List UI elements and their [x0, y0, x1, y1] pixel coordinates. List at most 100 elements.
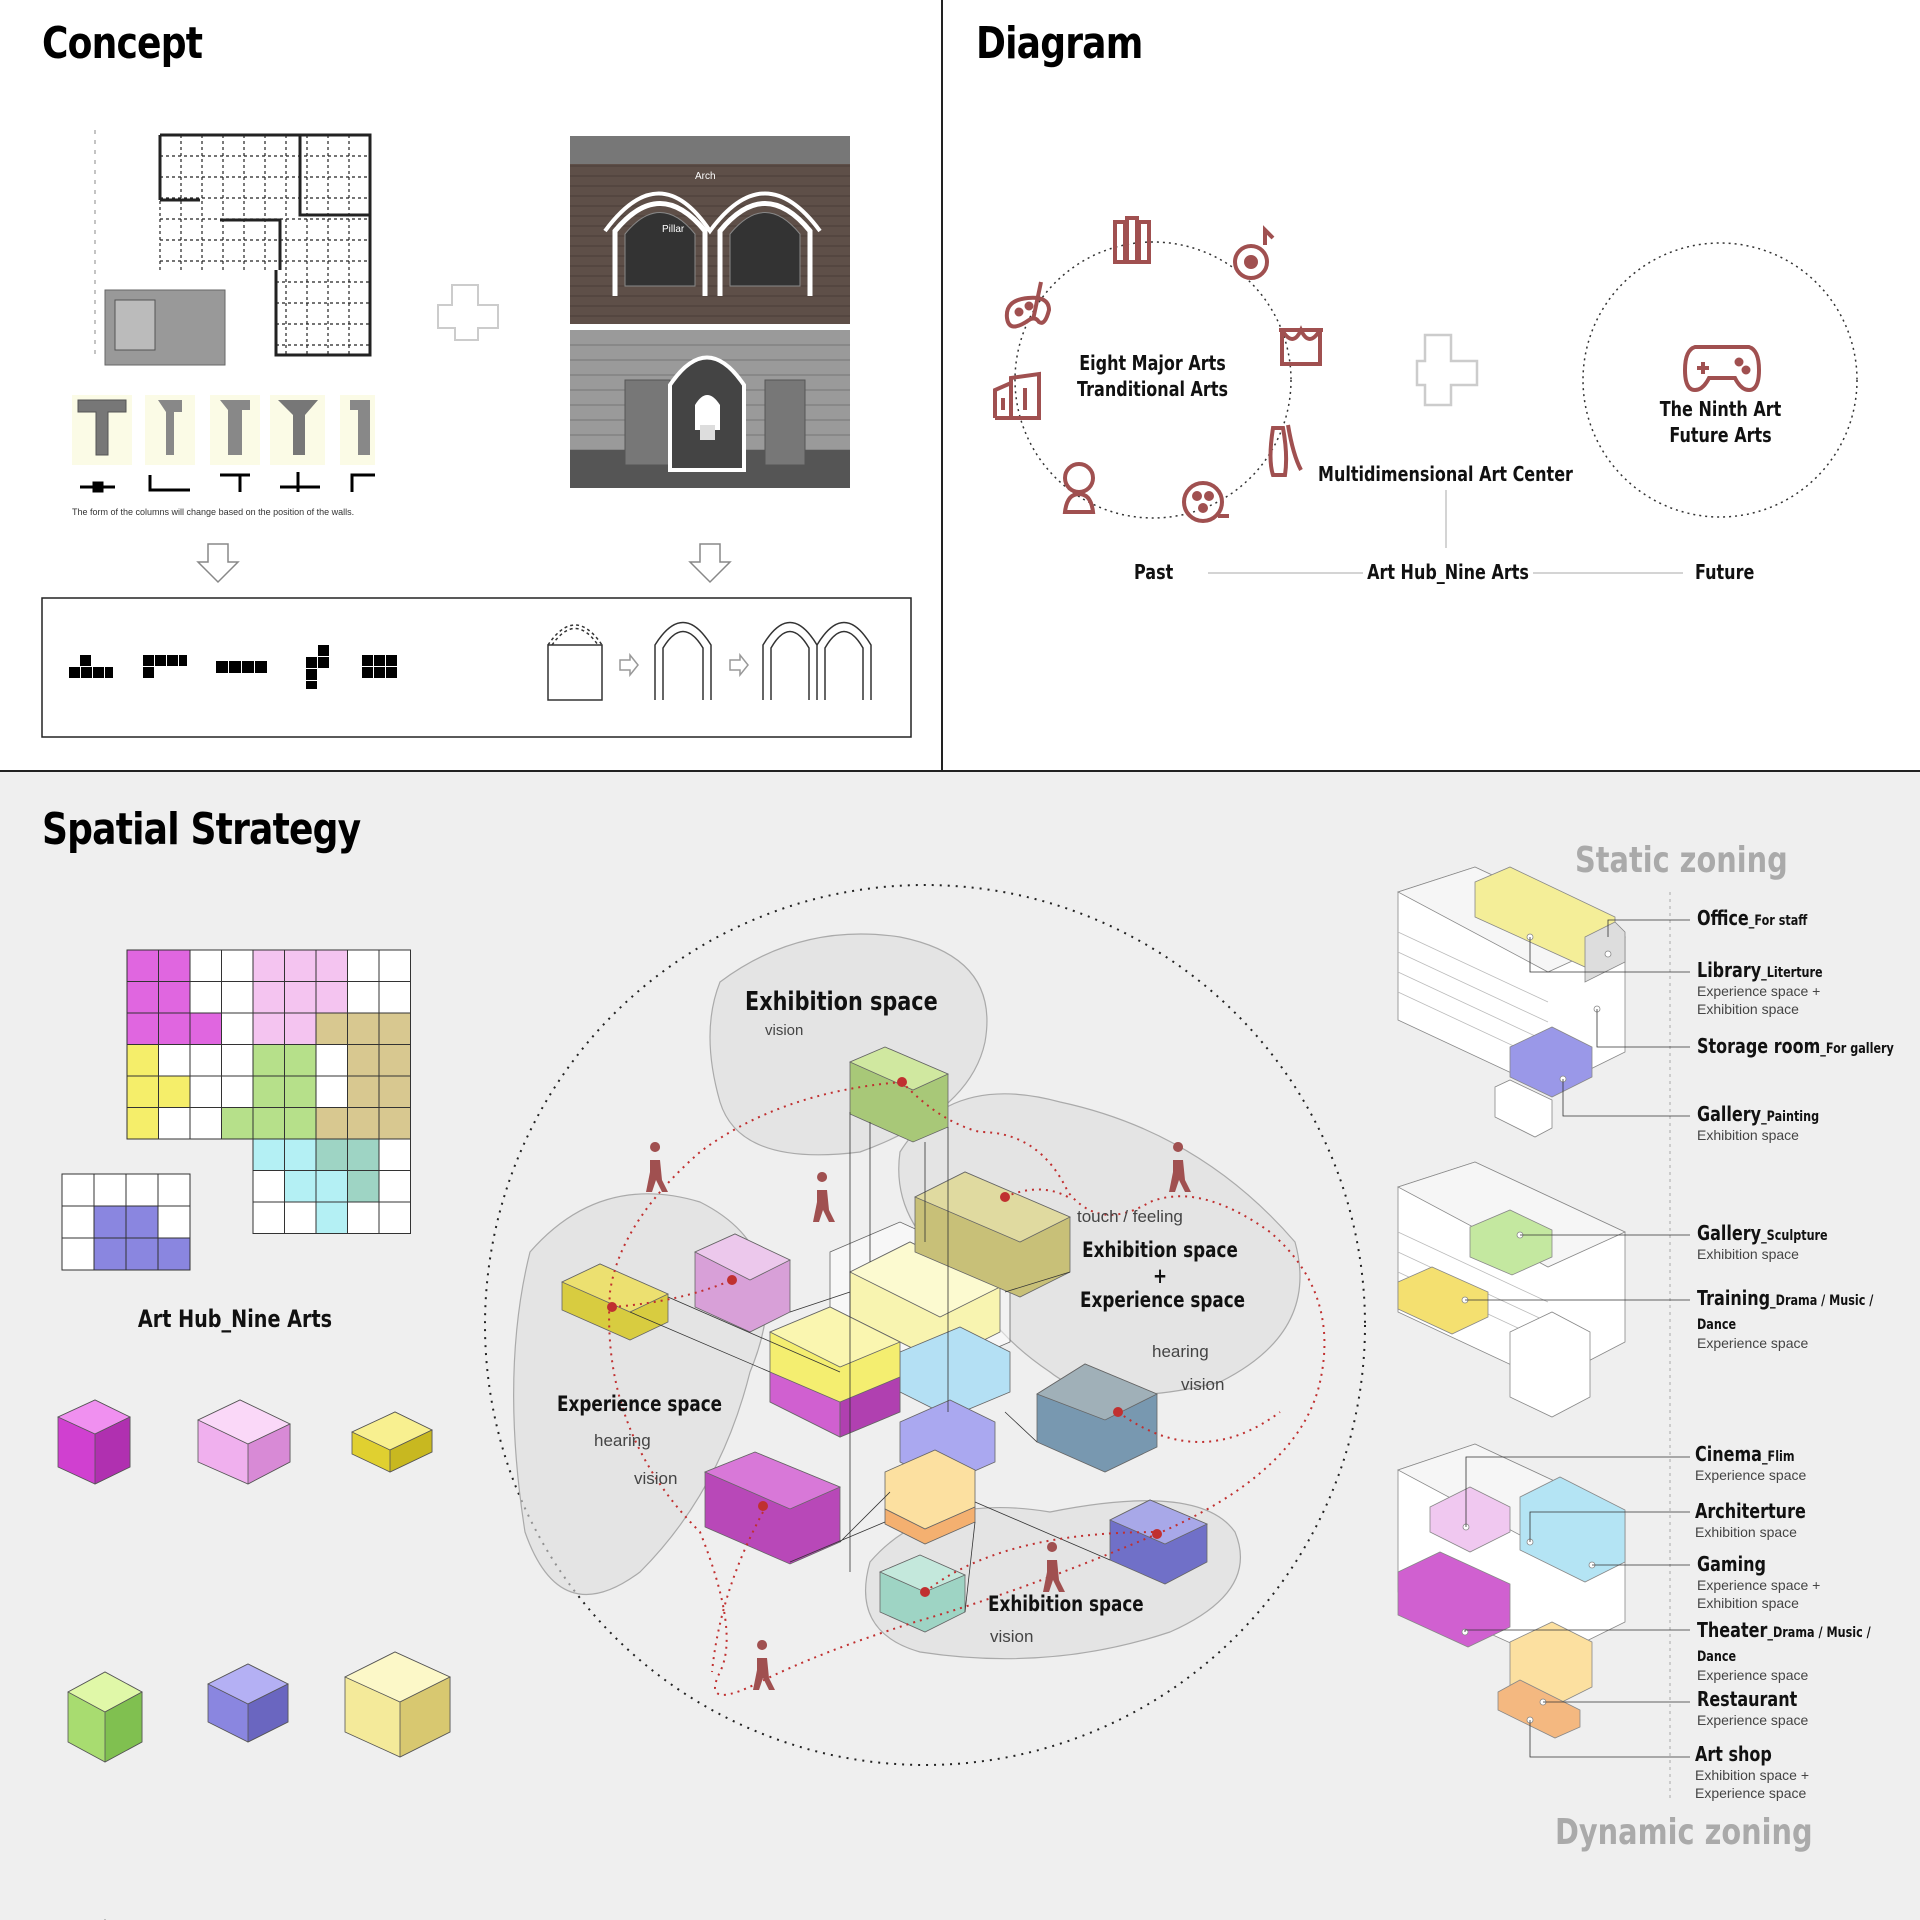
grid-cell: [221, 981, 254, 1014]
grid-cell: [158, 981, 191, 1014]
grid-cell: [252, 1201, 285, 1234]
zone-sub: _For gallery: [1820, 1041, 1894, 1057]
zone-desc: Experience space: [1697, 1667, 1809, 1683]
grid-cell: [189, 981, 222, 1014]
route-circle: [484, 884, 1366, 1766]
grid-cell: [252, 981, 285, 1014]
grid-cell: [252, 949, 285, 982]
grid-cell: [189, 1044, 222, 1077]
grid-cell: [221, 1012, 254, 1045]
zone-library: Library_Literture Experience space + Exh…: [1697, 958, 1854, 1018]
bubble-left-title: Experience space: [557, 1392, 723, 1416]
concept-title: Concept: [42, 18, 203, 69]
grid-cell: [378, 1170, 411, 1203]
timeline-future: Future: [1695, 560, 1755, 584]
painting-palette-icon: [1004, 281, 1052, 329]
arch-photo-bottom: [570, 330, 850, 488]
block-yellow-left: [561, 1263, 669, 1341]
grid-cell: [284, 981, 317, 1014]
brick-facade: Arch Pillar: [570, 136, 850, 324]
zone-sub: _Drama / Music /: [1767, 1625, 1871, 1641]
zone-desc: Exhibition space +: [1695, 1767, 1810, 1783]
block-pink-left: [694, 1233, 791, 1333]
grid-cell: [252, 1107, 285, 1140]
zone-storage: Storage room_For gallery: [1697, 1034, 1920, 1058]
zone-name: Library: [1697, 958, 1762, 982]
static-zoning-model: [1396, 866, 1626, 1138]
grid-cell: [315, 1201, 348, 1234]
zone-desc: Exhibition space: [1697, 1001, 1799, 1017]
ballet-shoe-icon: [1268, 424, 1303, 477]
block-purple-right: [1109, 1499, 1208, 1585]
grid-cell: [378, 1012, 411, 1045]
bubble-right-sense-vision: vision: [1181, 1375, 1225, 1394]
link-lines: [629, 1112, 1111, 1613]
spatial-title: Spatial Strategy: [42, 804, 361, 855]
block-slate: [1036, 1363, 1158, 1473]
zone-desc: Exhibition space: [1695, 1524, 1797, 1540]
grid-cell: [158, 1075, 191, 1108]
grid-cell: [347, 981, 380, 1014]
zone-sub: Dance: [1697, 1317, 1737, 1333]
grid-cell: [347, 1107, 380, 1140]
future-arts-circle: [1582, 242, 1858, 518]
plus-icon: [1415, 333, 1479, 407]
zone-name: Restaurant: [1697, 1687, 1798, 1711]
label-line: The Ninth Art: [1659, 397, 1782, 421]
literature-books-icon: [1113, 216, 1151, 264]
traditional-arts-circle: [1014, 241, 1292, 519]
small-grid: [61, 1173, 191, 1271]
zone-desc: Experience space +: [1697, 983, 1821, 999]
block-yellow: [351, 1411, 433, 1473]
plus-icon: [437, 284, 499, 341]
grid-plan: [126, 949, 411, 1234]
sculpture-bust-icon: [1062, 462, 1096, 514]
bubble-bottom-title: Exhibition space: [988, 1592, 1144, 1616]
grid-cell: [347, 1138, 380, 1171]
zone-sub: _Flim: [1761, 1449, 1795, 1465]
grid-cell: [126, 1107, 159, 1140]
zone-name: Gaming: [1697, 1552, 1766, 1576]
bubble-right-title-1: Exhibition space: [1082, 1238, 1238, 1262]
column-photos: [72, 395, 375, 465]
zone-sub: _Literture: [1761, 965, 1823, 981]
grid-cell: [284, 1012, 317, 1045]
grid-cell: [252, 1075, 285, 1108]
grid-cell: [378, 1201, 411, 1234]
bubble-bottom-sense: vision: [990, 1627, 1034, 1646]
grid-cell: [378, 981, 411, 1014]
concept-drawings: [41, 130, 912, 738]
traditional-arts-label: Eight Major Arts Tranditional Arts: [1039, 350, 1267, 402]
grid-cell: [189, 949, 222, 982]
zone-desc: Experience space: [1697, 1335, 1809, 1351]
film-reel-icon: [1182, 481, 1229, 523]
zone-sub: _Painting: [1761, 1109, 1820, 1125]
spatial-panel: Spatial Strategy: [0, 772, 1920, 1920]
block-magenta: [57, 1399, 131, 1485]
bubble-right-sense-hearing: hearing: [1152, 1342, 1209, 1361]
grid-cell: [189, 1012, 222, 1045]
grid-cell: [378, 1044, 411, 1077]
grid-cell: [347, 1075, 380, 1108]
grid-cell: [378, 1138, 411, 1171]
label-line: Future Arts: [1669, 423, 1772, 447]
grid-cell: [284, 1075, 317, 1108]
column-plans: [80, 472, 375, 493]
bubble-top-sense: vision: [765, 1022, 804, 1039]
zone-gallery-painting: Gallery_Painting Exhibition space: [1697, 1102, 1850, 1144]
grid-cell: [126, 949, 159, 982]
zone-desc: Exhibition space: [1697, 1246, 1799, 1262]
multidimensional-label: Multidimensional Art Center: [1318, 462, 1573, 486]
timeline-past: Past: [1134, 560, 1174, 584]
zone-name: Art shop: [1695, 1742, 1772, 1766]
leader-lines: [1464, 892, 1690, 1802]
bubble-left-sense-vision: vision: [634, 1469, 678, 1488]
grid-cell: [284, 1170, 317, 1203]
zone-sub: Dance: [1697, 1649, 1737, 1665]
zone-art-shop: Art shop Exhibition space + Experience s…: [1695, 1742, 1809, 1802]
zone-desc: Experience space: [1695, 1467, 1807, 1483]
zone-gallery-sculpture: Gallery_Sculpture Exhibition space: [1697, 1221, 1860, 1263]
arch-photo-top: Arch Pillar: [570, 136, 850, 324]
label-line: Eight Major Arts: [1079, 351, 1226, 375]
grid-cell: [378, 949, 411, 982]
